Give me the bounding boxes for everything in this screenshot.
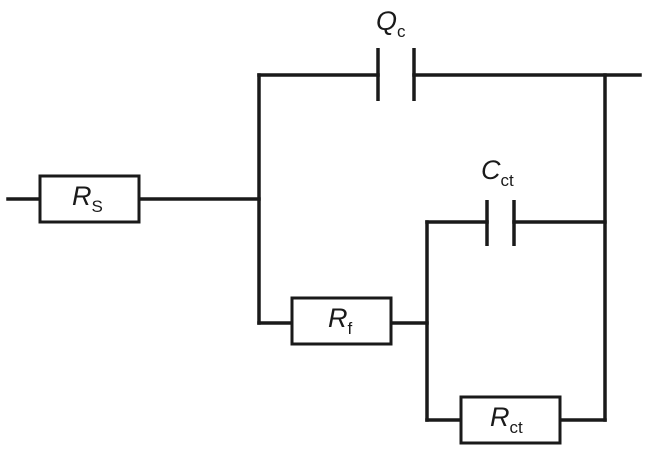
capacitor-cct: Cct xyxy=(481,155,516,246)
capacitor-qc-label: Qc xyxy=(376,6,406,41)
resistor-rct-box xyxy=(459,395,562,445)
resistor-rs-box xyxy=(38,174,141,224)
resistor-rs-symbol: R xyxy=(72,181,92,211)
capacitor-cct-subscript: ct xyxy=(501,171,515,190)
resistor-rct-symbol: R xyxy=(490,402,510,432)
wires xyxy=(6,73,642,422)
capacitor-qc: Qc xyxy=(376,6,416,101)
resistor-rs-label: RS xyxy=(72,181,103,216)
capacitor-qc-subscript: c xyxy=(397,22,406,41)
resistor-rct: Rct xyxy=(459,395,562,445)
resistor-rf-subscript: f xyxy=(348,319,353,338)
resistor-rs: RS xyxy=(38,174,141,224)
resistor-rct-label: Rct xyxy=(490,402,523,437)
capacitor-cct-symbol: C xyxy=(481,155,501,185)
resistor-rf-box xyxy=(290,296,393,346)
resistor-rf-symbol: R xyxy=(328,303,348,333)
resistor-rct-subscript: ct xyxy=(510,418,524,437)
resistor-rf: Rf xyxy=(290,296,393,346)
resistor-rs-subscript: S xyxy=(92,197,103,216)
resistor-rf-label: Rf xyxy=(328,303,353,338)
capacitor-qc-symbol: Q xyxy=(376,6,397,36)
capacitor-cct-label: Cct xyxy=(481,155,514,190)
